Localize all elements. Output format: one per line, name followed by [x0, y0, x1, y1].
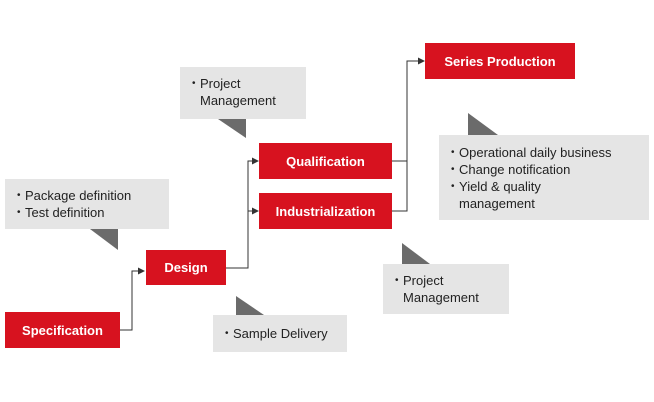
stage-qualification: Qualification — [259, 143, 392, 179]
connector-design-qualification — [226, 157, 259, 269]
stage-series-production: Series Production — [425, 43, 575, 79]
note-item: Project — [395, 272, 501, 289]
pointer-sample — [236, 296, 264, 315]
pointer-design-prep — [90, 229, 118, 250]
note-qualification-pm: Project Management — [180, 67, 306, 119]
note-item-continued: management — [459, 196, 535, 211]
note-item: Package definition — [17, 187, 161, 204]
note-industrialization-pm: Project Management — [383, 264, 509, 314]
note-sample-delivery: Sample Delivery — [213, 315, 347, 352]
note-series-production: Operational daily business Change notifi… — [439, 135, 649, 220]
connector-qualification-series — [392, 57, 425, 162]
note-item: Test definition — [17, 204, 161, 221]
note-design-prep: Package definition Test definition — [5, 179, 169, 229]
note-item: Project — [192, 75, 298, 92]
pointer-qualification-pm — [218, 119, 246, 138]
connector-industrialization-series — [392, 161, 408, 212]
stage-specification: Specification — [5, 312, 120, 348]
stage-design: Design — [146, 250, 226, 285]
note-item-continued: Management — [200, 93, 276, 108]
note-item-continued: Management — [403, 290, 479, 305]
pointer-series — [468, 113, 498, 135]
stage-industrialization: Industrialization — [259, 193, 392, 229]
pointer-industrialization-pm — [402, 243, 430, 264]
note-item: Operational daily business — [451, 144, 641, 161]
connector-specification-design — [120, 267, 145, 331]
note-item: Sample Delivery — [225, 325, 339, 342]
note-item: Yield & quality — [451, 178, 641, 195]
note-item: Change notification — [451, 161, 641, 178]
